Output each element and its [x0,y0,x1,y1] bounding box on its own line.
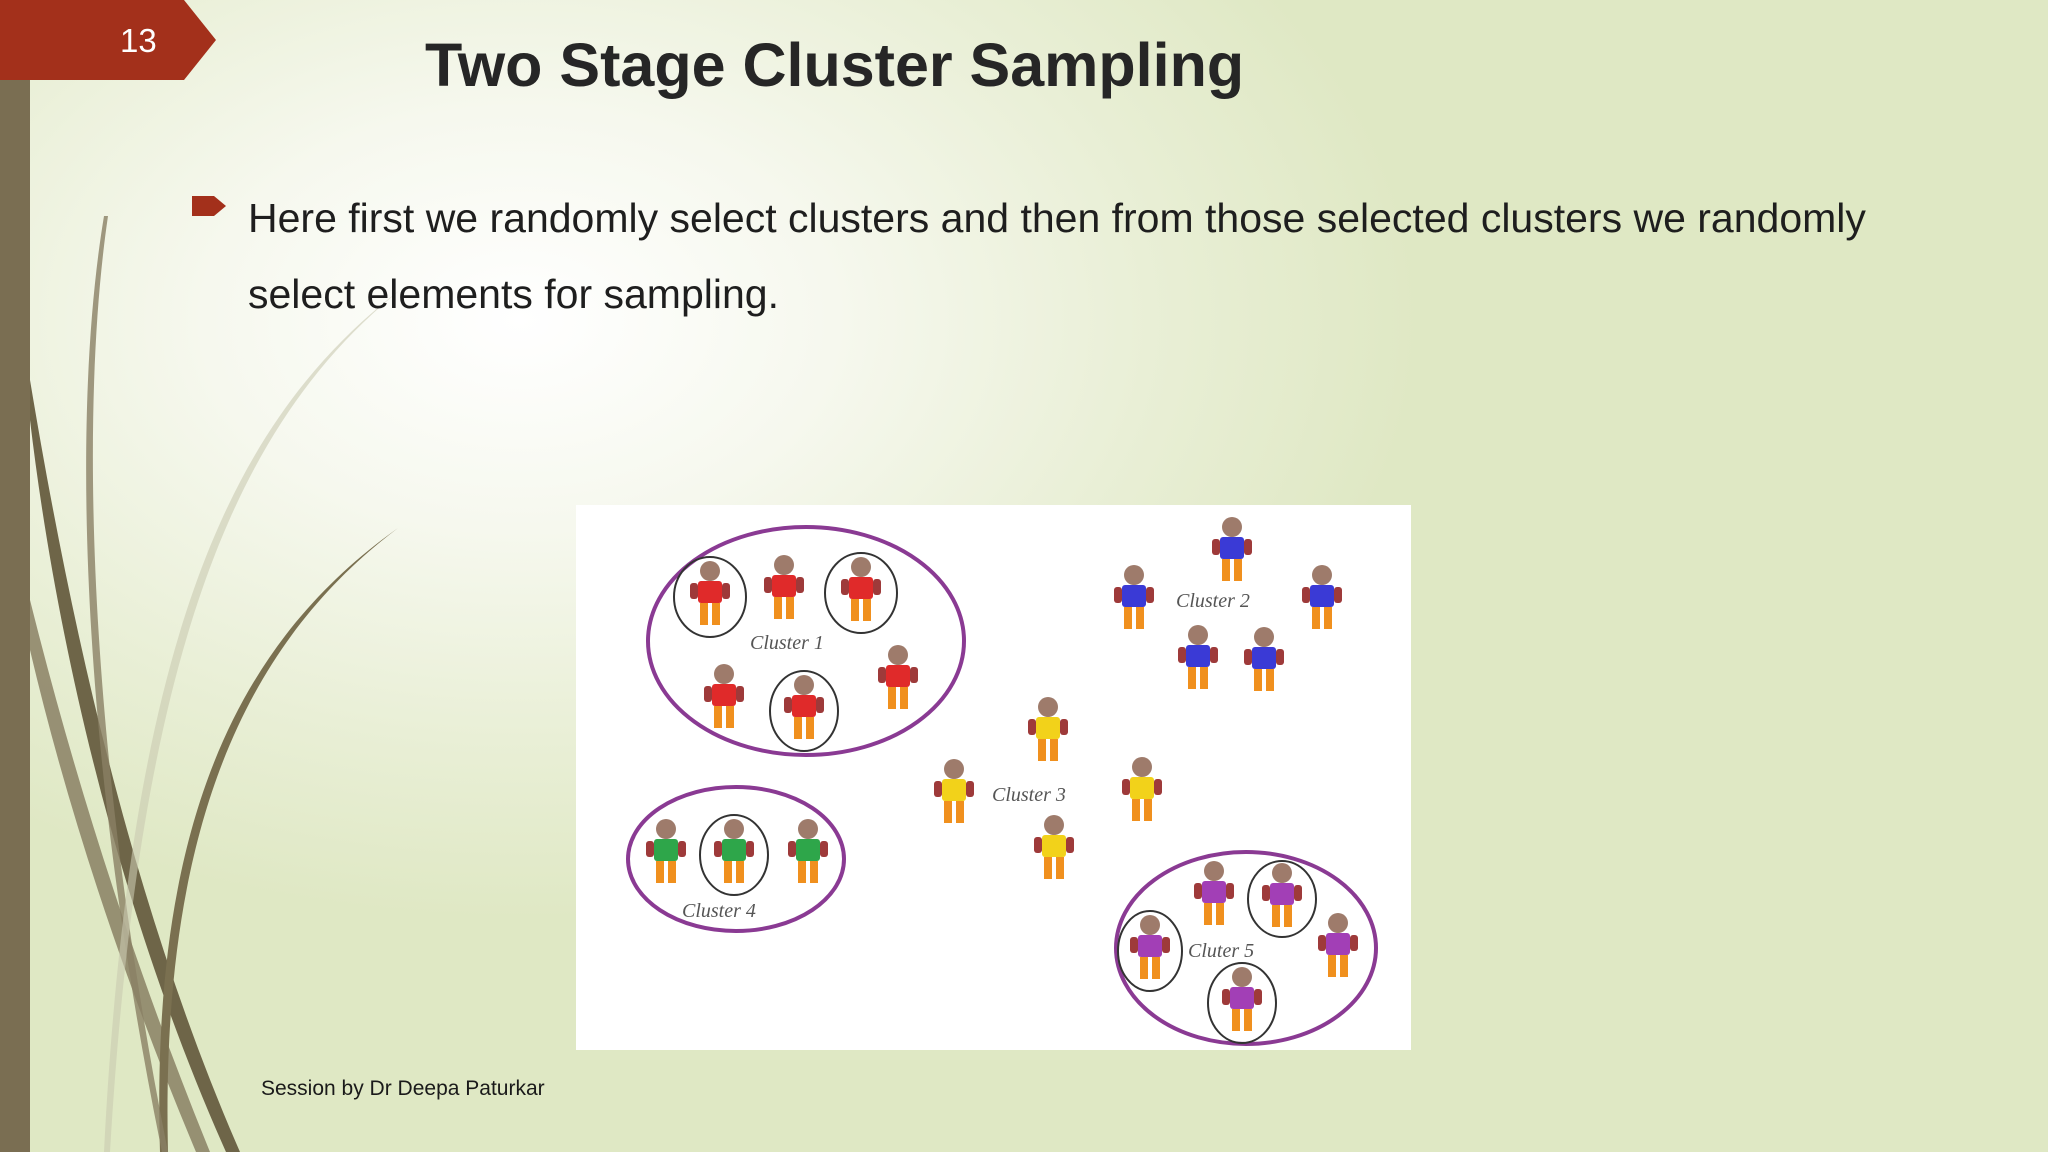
cluster-1-label: Cluster 1 [750,632,824,654]
cluster-4-label: Cluster 4 [682,900,756,922]
footer-credit: Session by Dr Deepa Paturkar [261,1077,545,1100]
bullet-arrow-icon [192,196,226,216]
cluster-2-label: Cluster 2 [1176,590,1250,612]
page-number-tab: 13 [0,0,216,80]
page-number: 13 [120,22,157,59]
cluster-5-ring [1114,850,1378,1046]
bullet-text: Here first we randomly select clusters a… [248,195,1866,317]
cluster-diagram: Cluster 1 Cluster 2 Cluster 3 Cluster 4 [576,505,1411,1050]
decorative-swoosh [30,216,400,1152]
slide-title: Two Stage Cluster Sampling [425,31,1245,99]
left-accent-bar [0,0,30,1152]
cluster-diagram-svg: Cluster 1 Cluster 2 Cluster 3 Cluster 4 [626,517,1378,1046]
cluster-3-label: Cluster 3 [992,784,1066,806]
cluster-5-label: Cluter 5 [1188,940,1254,962]
cluster-4-ring [626,785,846,933]
cluster-1-ring [646,525,966,757]
